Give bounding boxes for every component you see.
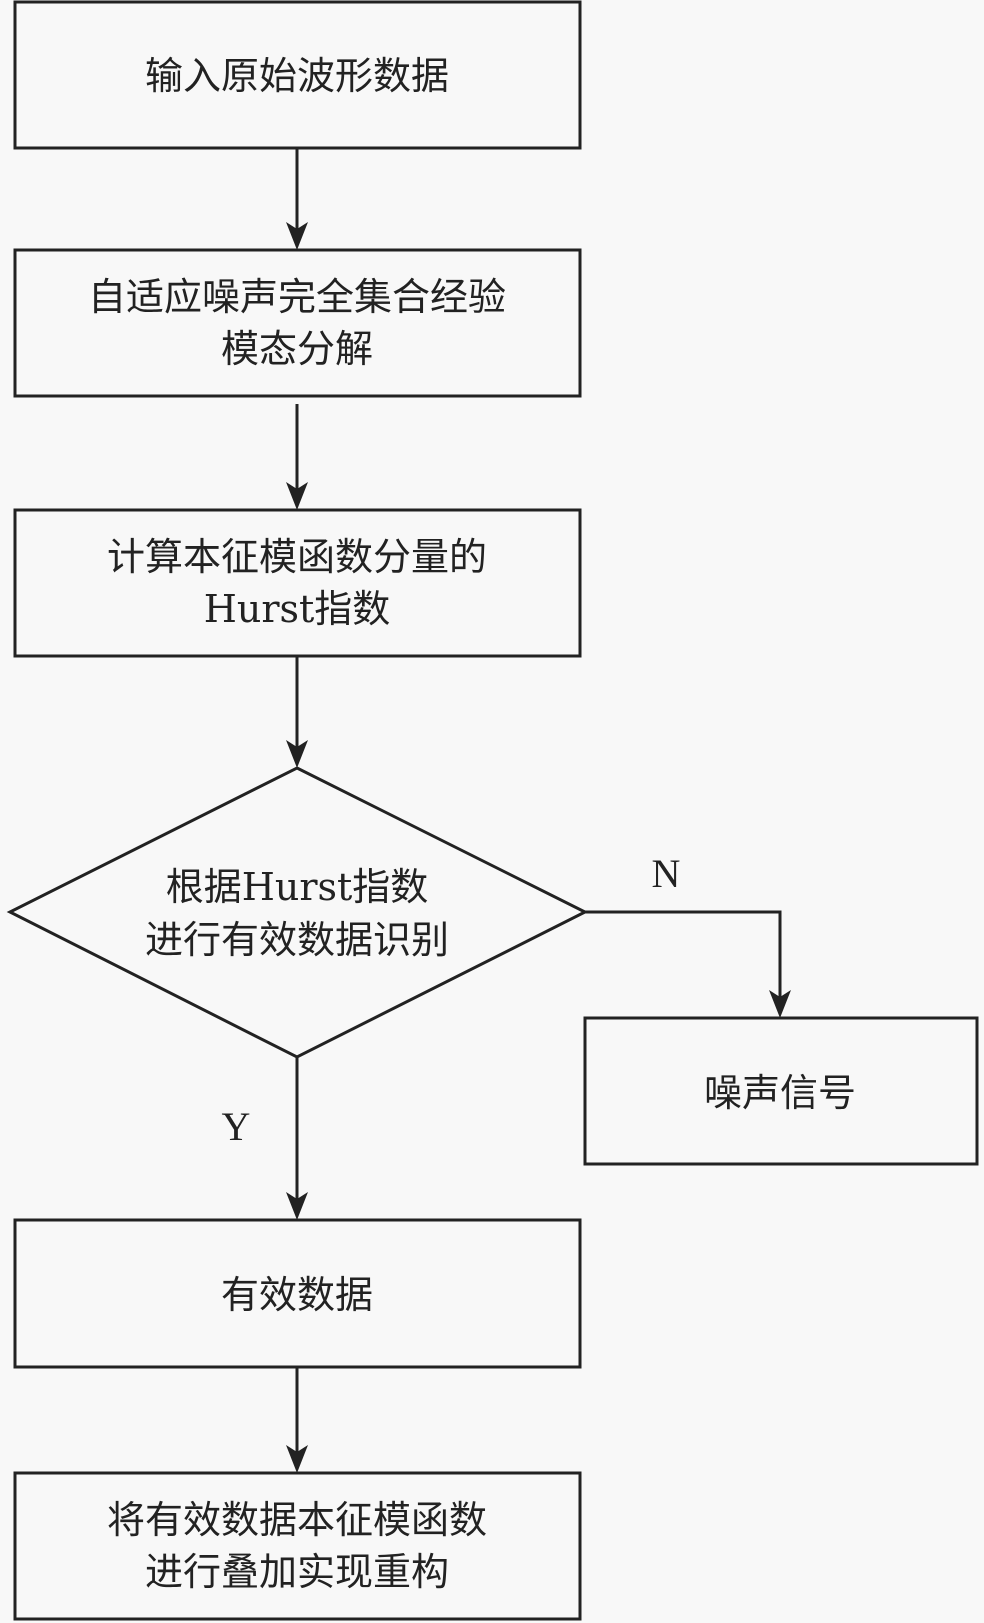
arrowhead-icon [286,740,308,768]
edge-label-no: N [652,851,681,896]
node-noise-label-line-1: 噪声信号 [704,1071,856,1115]
node-reconstruct-box [13,1471,582,1621]
edge-valid-to-reconstruct [286,1367,308,1473]
node-decision-label-line-2: 进行有效数据识别 [145,918,449,962]
node-reconstruct-label-line-2: 进行叠加实现重构 [145,1550,449,1594]
edge-input-to-ceemdan [286,148,308,250]
arrowhead-icon [286,222,308,250]
node-input: 输入原始波形数据 [13,0,582,150]
node-valid-label-line-1: 有效数据 [221,1273,373,1317]
node-hurst: 计算本征模函数分量的 Hurst指数 [13,508,582,658]
connector-line [585,910,782,1000]
node-decision-label-line-1: 根据Hurst指数 [166,865,429,909]
node-reconstruct: 将有效数据本征模函数 进行叠加实现重构 [13,1471,582,1621]
arrowhead-icon [286,1192,308,1220]
edge-decision-to-valid: Y [222,1057,308,1220]
node-noise-box [583,1016,979,1166]
node-input-box [13,0,582,150]
node-hurst-box [13,508,582,658]
arrowhead-icon [286,1445,308,1473]
node-decision: 根据Hurst指数 进行有效数据识别 [6,766,589,1059]
node-ceemdan-label-line-1: 自适应噪声完全集合经验 [88,275,506,319]
node-noise: 噪声信号 [583,1016,979,1166]
node-ceemdan-box [13,248,582,398]
node-ceemdan-label-line-2: 模态分解 [221,327,373,371]
node-decision-diamond [6,766,589,1059]
node-input-label-line-1: 输入原始波形数据 [145,54,449,98]
edge-hurst-to-decision [286,656,308,768]
edge-label-yes: Y [222,1104,251,1149]
arrowhead-icon [769,990,791,1018]
node-hurst-label-line-1: 计算本征模函数分量的 [107,535,487,579]
node-hurst-label-line-2: Hurst指数 [204,587,391,631]
edge-decision-to-noise: N [585,851,791,1018]
node-valid: 有效数据 [13,1218,582,1369]
node-ceemdan: 自适应噪声完全集合经验 模态分解 [13,248,582,398]
edge-ceemdan-to-hurst [286,404,308,510]
node-reconstruct-label-line-1: 将有效数据本征模函数 [107,1498,487,1542]
arrowhead-icon [286,482,308,510]
